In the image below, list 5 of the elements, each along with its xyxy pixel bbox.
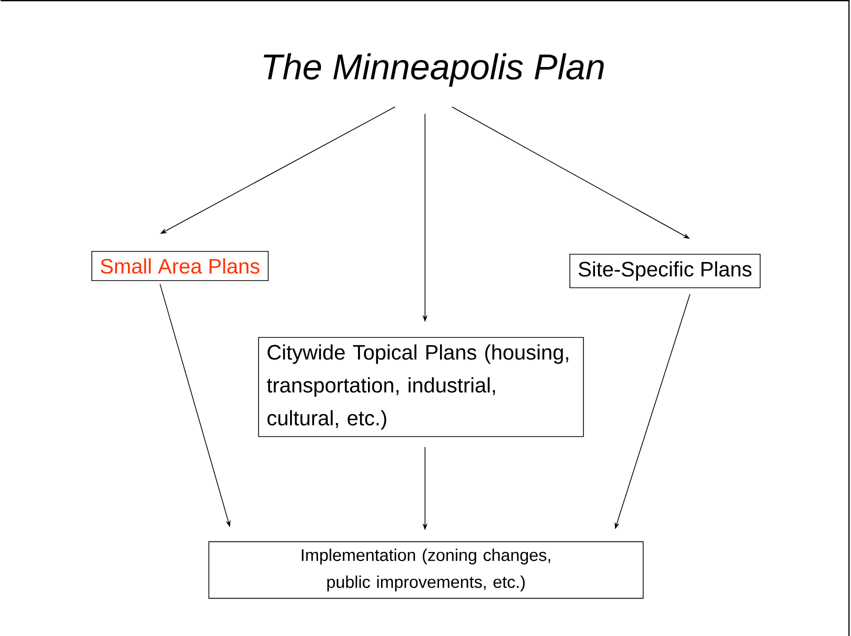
implementation-box: Implementation (zoning changes, public improvements, etc.) (208, 541, 644, 599)
plan-box: Small Area Plans (91, 250, 269, 282)
title-text: The Minneapolis Plan (264, 53, 604, 87)
plan-box: Site-Specific Plans (569, 254, 761, 288)
plan-box: Citywide Topical Plans (housing, transportation, industrial, cultural, etc.) (258, 337, 584, 437)
